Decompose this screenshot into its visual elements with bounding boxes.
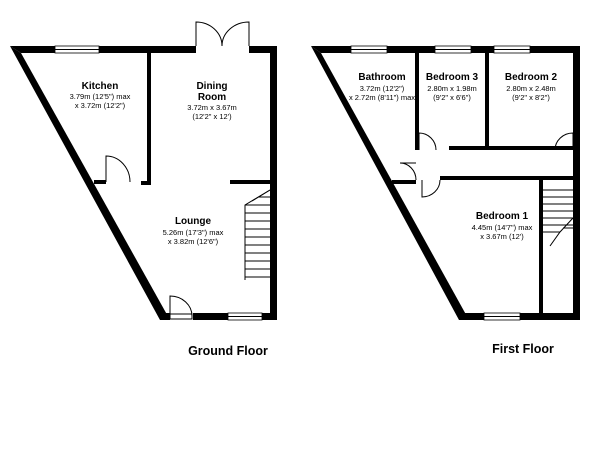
first-floor-staircase (543, 189, 574, 247)
first-floor-outer-wall-slant (311, 46, 469, 320)
french-door-left-swing (195, 21, 223, 47)
ground-floor-outer-wall-right (270, 46, 277, 320)
front-door-swing (169, 295, 193, 317)
bedroom1-door-swing (421, 179, 441, 198)
kitchen-dims-line-2: x 3.72m (12'2") (75, 101, 126, 110)
dining-room-label-line-1: Dining (196, 81, 227, 92)
lounge-dims-line-2: x 3.82m (12'6") (168, 237, 219, 246)
bathroom-label: Bathroom (358, 72, 405, 83)
bathroom-door-swing (399, 162, 417, 181)
bedroom3-dims-line-1: 2.80m x 1.98m (427, 84, 477, 93)
bedrooms-landing-wall (449, 146, 574, 150)
lounge-stair-wall (230, 180, 271, 184)
bedroom1-dims-line-2: x 3.67m (12') (480, 232, 524, 241)
bedroom3-door-swing (418, 132, 437, 151)
dining-room-label-line-2: Room (198, 92, 226, 103)
bathroom-bedroom3-wall (415, 53, 419, 150)
lounge-label: Lounge (175, 216, 212, 227)
bedroom2-dims-line-2: (9'2" x 8'2") (512, 93, 550, 102)
bedroom3-dims-line-2: (9'2" x 6'6") (433, 93, 471, 102)
bathroom-dims-line-2: x 2.72m (8'11") max (349, 93, 415, 102)
first-floor-label: First Floor (492, 342, 554, 356)
french-doors-jamb-right (249, 46, 253, 53)
ground-floor-staircase (244, 189, 271, 280)
lounge-dims-line-1: 5.26m (17'3") max (163, 228, 224, 237)
bedroom2-dims-line-1: 2.80m x 2.48m (506, 84, 556, 93)
dining-room-dims-line-2: (12'2" x 12') (192, 112, 232, 121)
ground-floor-plan: Kitchen 3.79m (12'5") max x 3.72m (12'2"… (10, 21, 277, 358)
landing-bedroom1-wall (440, 176, 574, 180)
ground-floor-label: Ground Floor (188, 344, 268, 358)
kitchen-dims-line-1: 3.79m (12'5") max (70, 92, 131, 101)
kitchen-wall-stub (141, 181, 151, 185)
bedroom3-bedroom2-wall (485, 53, 489, 150)
bathroom-dims-line-1: 3.72m (12'2") (360, 84, 405, 93)
front-door-threshold (169, 313, 193, 320)
first-floor-outer-wall-right (573, 46, 580, 320)
kitchen-dining-wall (147, 53, 151, 185)
bedroom2-label: Bedroom 2 (505, 72, 558, 83)
bedroom2-door-swing (554, 132, 574, 151)
bathroom-bottom-wall (392, 180, 416, 184)
kitchen-doorway-jamb (94, 180, 106, 184)
front-door-opening (170, 311, 193, 322)
kitchen-label: Kitchen (82, 81, 119, 92)
french-door-right-swing (221, 21, 250, 47)
kitchen-door-swing (105, 155, 131, 183)
first-floor-plan: Bathroom 3.72m (12'2") x 2.72m (8'11") m… (311, 45, 580, 356)
french-doors-opening (196, 44, 249, 55)
dining-room-dims-line-1: 3.72m x 3.67m (187, 103, 237, 112)
bedroom1-stair-wall (539, 176, 543, 313)
bedroom3-label: Bedroom 3 (426, 72, 479, 83)
bedroom1-dims-line-1: 4.45m (14'7") max (472, 223, 533, 232)
ground-floor-outer-wall-bottom (160, 313, 277, 320)
bedroom1-label: Bedroom 1 (476, 211, 529, 222)
ground-floor-outer-wall-slant (10, 46, 170, 320)
french-doors-jamb-left (192, 46, 196, 53)
